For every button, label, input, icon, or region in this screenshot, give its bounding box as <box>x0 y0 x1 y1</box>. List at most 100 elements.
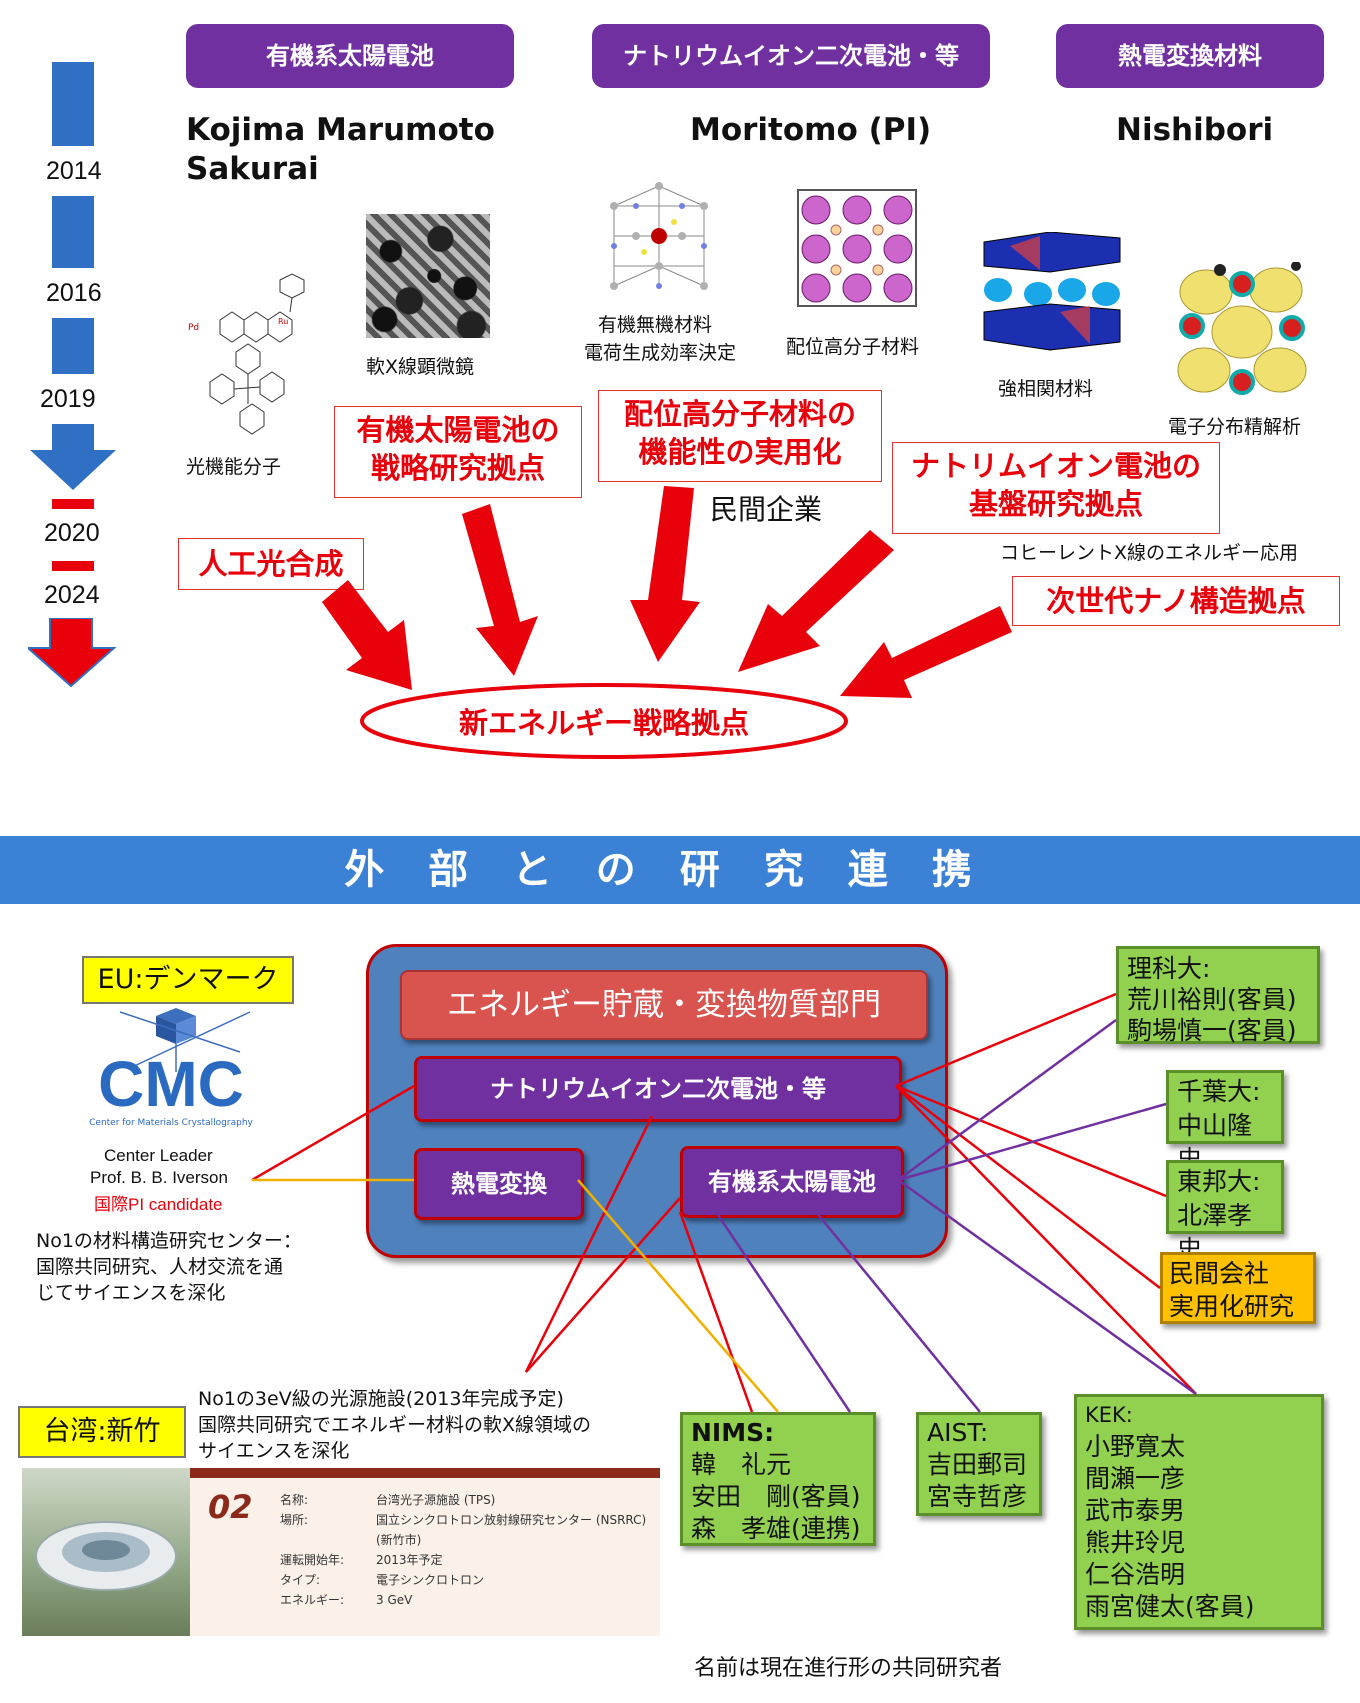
eu-desc-2: 国際共同研究、人材交流を通 <box>36 1256 284 1278</box>
svg-text:Pd: Pd <box>188 323 199 333</box>
partner-rika-l0: 理科大: <box>1127 954 1211 983</box>
arrow-nano <box>840 606 1012 698</box>
cmc-leader-1: Center Leader <box>104 1146 213 1165</box>
caption-denshi: 電子分布精解析 <box>1168 416 1302 438</box>
cmc-pi-candidate: 国際PI candidate <box>94 1195 223 1214</box>
timeline-bar-2 <box>52 196 94 268</box>
partner-chiba-l0: 千葉大: <box>1177 1077 1261 1106</box>
timeline: 2014 2016 2019 2020 2024 <box>0 0 120 700</box>
goal-organic-solar-line1: 有機太陽電池の <box>356 413 560 447</box>
svg-text:Ru: Ru <box>278 317 288 326</box>
tps-info-rows: 名称:台湾光子源施設 (TPS) 場所:国立シンクロトロン放射線研究センター (… <box>280 1490 646 1610</box>
organic-inorganic-crystal-image <box>610 182 708 290</box>
arrow-coord <box>630 486 700 662</box>
synchrotron-ring-icon <box>35 1521 177 1591</box>
timeline-bar-3 <box>52 318 94 374</box>
caption-yuuki-muki-2: 電荷生成効率決定 <box>584 342 737 364</box>
timeline-bar-1 <box>52 62 94 146</box>
partner-toho: 東邦大: 北澤孝史 <box>1166 1160 1284 1264</box>
partner-private-l1: 実用化研究 <box>1169 1292 1295 1321</box>
xray-microscope-image <box>366 214 490 338</box>
red-bar-2020 <box>52 499 94 509</box>
caption-kyousou: 強相関材料 <box>998 378 1094 400</box>
researcher-nishibori: Nishibori <box>1116 112 1274 148</box>
partner-toho-l0: 東邦大: <box>1177 1167 1261 1196</box>
red-arrows <box>322 486 1012 698</box>
partner-kek-l3: 武市泰男 <box>1085 1496 1186 1525</box>
tps-number: 02 <box>208 1488 253 1526</box>
thermoelectric-box: 熱電変換 <box>414 1148 584 1220</box>
blue-down-arrow <box>30 424 116 490</box>
partner-private-l0: 民間会社 <box>1169 1259 1270 1288</box>
partner-kek: KEK: 小野寛太 間瀬一彦 武市泰男 熊井玲児 仁谷浩明 雨宮健太(客員) <box>1074 1394 1324 1630</box>
molecule-image: Pd Ru <box>188 273 305 435</box>
arrow-organic <box>462 504 538 676</box>
tps-row: エネルギー:3 GeV <box>280 1593 413 1607</box>
center-goal-text: 新エネルギー戦略拠点 <box>458 706 749 740</box>
partner-nims-l0: NIMS: <box>691 1418 775 1447</box>
partner-rika: 理科大: 荒川裕則(客員) 駒場慎一(客員) <box>1116 946 1320 1045</box>
partner-nims: NIMS: 韓 礼元 安田 剛(客員) 森 孝雄(連携) <box>680 1412 876 1546</box>
tps-card-topbar <box>190 1468 660 1478</box>
caption-nanxsen: 軟X線顕微鏡 <box>366 356 475 378</box>
sodium-battery-box: ナトリウムイオン二次電池・等 <box>414 1056 902 1122</box>
caption-haii: 配位高分子材料 <box>786 336 920 358</box>
cmc-logo-text: CMC <box>98 1048 244 1120</box>
partner-kek-l4: 熊井玲児 <box>1085 1528 1186 1557</box>
header-organic-solar: 有機系太陽電池 <box>186 24 514 88</box>
caption-yuuki-muki-1: 有機無機材料 <box>598 314 713 336</box>
arrow-sodium <box>738 530 894 672</box>
tps-row: 運転開始年:2013年予定 <box>280 1553 443 1567</box>
strongly-correlated-image <box>983 232 1121 351</box>
partner-aist-l2: 宮寺哲彦 <box>927 1482 1028 1511</box>
goal-sodium-base-line1: ナトリムイオン電池の <box>910 449 1201 483</box>
taiwan-desc-1: No1の3eV級の光源施設(2013年完成予定) <box>198 1388 564 1410</box>
partner-nims-l3: 森 孝雄(連携) <box>691 1514 861 1543</box>
tps-row: 名称:台湾光子源施設 (TPS) <box>280 1493 496 1507</box>
tps-row: (新竹市) <box>376 1533 422 1547</box>
taiwan-desc-2: 国際共同研究でエネルギー材料の軟X線領域の <box>198 1414 592 1436</box>
year-2016: 2016 <box>46 279 102 307</box>
partner-aist: AIST: 吉田郵司 宮寺哲彦 <box>916 1412 1042 1516</box>
cmc-logo-icon <box>119 1008 251 1072</box>
caption-kouki: 光機能分子 <box>186 456 282 478</box>
year-2020: 2020 <box>44 519 100 547</box>
partner-kek-l0: KEK: <box>1085 1403 1133 1427</box>
eu-desc-3: じてサイエンスを深化 <box>36 1282 226 1304</box>
red-bar-2024 <box>52 561 94 571</box>
cmc-logo-subtitle: Center for Materials Crystallography <box>89 1118 253 1128</box>
goal-artificial-photosynthesis: 人工光合成 <box>178 538 364 590</box>
year-2024: 2024 <box>44 581 100 609</box>
header-sodium-battery: ナトリウムイオン二次電池・等 <box>592 24 990 88</box>
taiwan-description: No1の3eV級の光源施設(2013年完成予定) 国際共同研究でエネルギー材料の… <box>198 1386 591 1464</box>
tps-row: 場所:国立シンクロトロン放射線研究センター (NSRRC) <box>280 1513 647 1527</box>
organic-solar-box: 有機系太陽電池 <box>680 1146 904 1218</box>
coherent-xray-text: コヒーレントX線のエネルギー応用 <box>1000 542 1299 564</box>
taiwan-desc-3: サイエンスを深化 <box>198 1440 350 1462</box>
partner-kek-l5: 仁谷浩明 <box>1085 1560 1186 1589</box>
section-band: 外部との研究連携 <box>0 836 1360 904</box>
goal-organic-solar-line2: 戦略研究拠点 <box>370 451 545 485</box>
researcher-kojima-marumoto: Kojima Marumoto <box>186 112 495 148</box>
eu-desc-1: No1の材料構造研究センター： <box>36 1230 302 1252</box>
partner-rika-l1: 荒川裕則(客員) <box>1127 985 1297 1014</box>
center-ellipse <box>360 683 848 759</box>
year-2019: 2019 <box>40 385 96 413</box>
red-down-arrow <box>28 618 117 688</box>
partner-rika-l2: 駒場慎一(客員) <box>1127 1016 1297 1045</box>
goal-sodium-base-line2: 基盤研究拠点 <box>968 487 1143 521</box>
partner-kek-l1: 小野寛太 <box>1085 1432 1186 1461</box>
goal-next-gen-nano: 次世代ナノ構造拠点 <box>1012 576 1340 626</box>
footer-note: 名前は現在進行形の共同研究者 <box>694 1656 1003 1681</box>
tps-row: タイプ:電子シンクロトロン <box>280 1573 485 1587</box>
partner-aist-l1: 吉田郵司 <box>927 1450 1028 1479</box>
band-title: 外部との研究連携 <box>344 847 1016 893</box>
researcher-moritomo: Moritomo (PI) <box>690 112 932 148</box>
partner-aist-l0: AIST: <box>927 1418 989 1447</box>
partner-kek-l6: 雨宮健太(客員) <box>1085 1592 1255 1621</box>
electron-distribution-image <box>1176 262 1310 400</box>
tps-info-card: 02 名称:台湾光子源施設 (TPS) 場所:国立シンクロトロン放射線研究センタ… <box>190 1468 660 1636</box>
goal-coord-polymer-line1: 配位高分子材料の <box>623 397 856 431</box>
header-thermoelectric: 熱電変換材料 <box>1056 24 1324 88</box>
eu-description: No1の材料構造研究センター： 国際共同研究、人材交流を通 じてサイエンスを深化 <box>36 1228 302 1306</box>
